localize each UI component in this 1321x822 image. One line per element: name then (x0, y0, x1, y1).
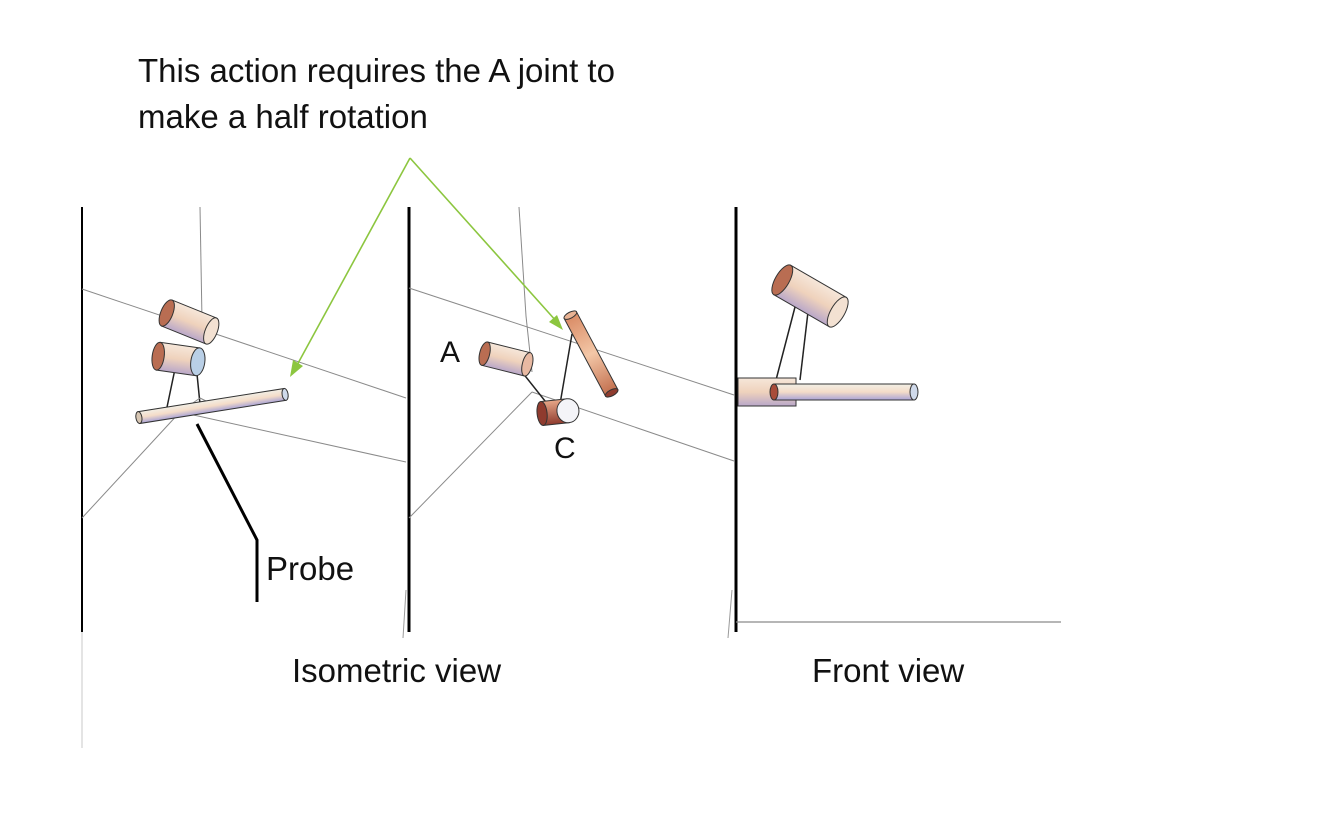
frame-right-vertical-lower (727, 589, 733, 639)
probe-rod (135, 387, 289, 425)
front-view-label: Front view (812, 652, 965, 689)
tilted-rod (563, 310, 619, 398)
isometric-panel-middle (402, 206, 735, 639)
joint-c-cylinder (536, 398, 580, 426)
front-view-panel (727, 207, 1061, 639)
link-wire (799, 311, 809, 381)
link-wire (775, 306, 796, 381)
joint-a-label: A (440, 336, 461, 369)
guide-line (81, 411, 181, 519)
annotation-line-2: make a half rotation (138, 98, 428, 135)
cylinder (151, 341, 206, 377)
isometric-panel-left (81, 206, 407, 748)
guide-line (179, 411, 407, 463)
frame-middle-vertical-lower (402, 589, 407, 639)
joint-a-cylinder (478, 341, 534, 377)
annotation-arrows (290, 157, 563, 377)
probe-label: Probe (266, 550, 355, 587)
joint-c-label: C (554, 432, 576, 465)
arrow-left-head (290, 360, 303, 377)
link-wire (521, 371, 550, 407)
cylinder (771, 264, 849, 328)
guide-line (199, 206, 203, 321)
guide-line (81, 288, 407, 399)
isometric-view-label: Isometric view (292, 652, 502, 689)
link-wire (559, 333, 573, 405)
guide-line (408, 287, 735, 396)
annotation-text: This action requires the A joint to make… (138, 48, 698, 140)
cylinder (158, 299, 220, 345)
guide-line (518, 206, 527, 317)
horizontal-rod (769, 383, 919, 401)
arrow-right-head (549, 315, 563, 330)
arrow-right-shaft (409, 157, 558, 323)
annotation-line-1: This action requires the A joint to (138, 52, 615, 89)
probe-leader (195, 423, 259, 602)
guide-line (408, 391, 533, 519)
arrow-left-shaft (295, 157, 411, 368)
